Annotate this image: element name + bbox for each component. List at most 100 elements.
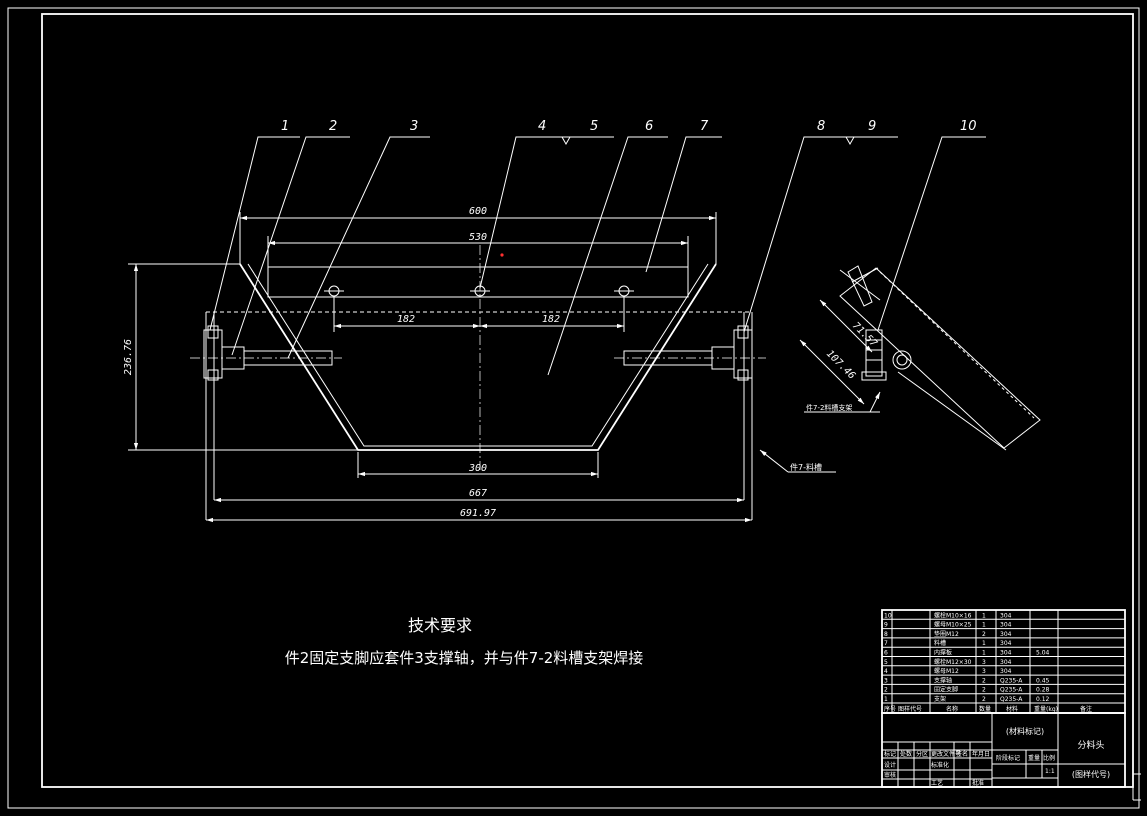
dim-530: 530 — [469, 232, 487, 243]
dim-height: 236.76 — [123, 339, 134, 375]
balloon-8: 8 — [817, 119, 825, 134]
material-mark: (材料标记) — [1006, 726, 1044, 736]
bom-cell-no: 4 — [884, 668, 888, 675]
bom-cell-no: 3 — [884, 677, 888, 684]
bom-cell-qty: 2 — [982, 631, 986, 638]
bom-cell-qty: 1 — [982, 640, 986, 647]
weight-label: 重量 — [1028, 754, 1040, 762]
bom-h-no: 序号 — [884, 705, 896, 713]
bom-cell-qty: 3 — [982, 668, 986, 675]
sign-3: 分区 — [916, 750, 928, 758]
part-name: 分料头 — [1077, 739, 1104, 751]
sign-row-2: 设计 标准化 — [884, 761, 949, 769]
balloon-10: 10 — [960, 119, 977, 134]
bom-cell-wt: 0.28 — [1036, 687, 1050, 694]
bom-cell-mat: 304 — [1000, 668, 1012, 675]
bom-cell-name: 内撑板 — [934, 649, 952, 657]
scale-value: 1:1 — [1045, 768, 1055, 775]
drawing-no: (图样代号) — [1072, 769, 1110, 779]
dim-detail-b: 107.46 — [824, 348, 857, 381]
bom-cell-no: 6 — [884, 650, 888, 657]
bom-cell-name: 螺栓M12×30 — [934, 658, 972, 666]
dim-182-left: 182 — [397, 314, 415, 325]
bom-header: 序号 图样代号 名称 数量 材料 重量(kg) 备注 — [884, 705, 1092, 713]
trough-inner — [247, 263, 709, 447]
sign3-6: 批准 — [972, 779, 984, 787]
bom-cell-name: 垫圈M12 — [934, 630, 959, 638]
bom-cell-no: 10 — [884, 612, 892, 619]
bom-cell-mat: Q235-A — [1000, 687, 1023, 694]
bom-cell-mat: 304 — [1000, 622, 1012, 629]
bom-cell-name: 支撑轴 — [934, 676, 952, 684]
holes — [324, 245, 634, 470]
sign-1: 标记 — [884, 750, 896, 758]
dim-600: 600 — [469, 206, 487, 217]
inner-border — [41, 13, 1134, 788]
sign-row-3: 审核 工艺 批准 — [884, 771, 984, 787]
bom-cell-name: 螺母M12 — [934, 667, 959, 675]
inner-plate — [267, 266, 689, 298]
balloon-4: 4 — [538, 119, 546, 134]
left-support — [190, 325, 342, 381]
balloon-5: 5 — [590, 119, 598, 134]
bom-cell-no: 5 — [884, 659, 888, 666]
trough-callout-label: 件7-料槽 — [790, 462, 822, 472]
balloon-1: 1 — [281, 119, 289, 134]
bom-cell-mat: 304 — [1000, 640, 1012, 647]
bom-h-name: 名称 — [946, 705, 958, 713]
support-callout-label: 件7-2料槽支架 — [806, 403, 852, 412]
balloon-leaders — [209, 136, 986, 376]
bom-cell-no: 7 — [884, 640, 888, 647]
trough-callout: 件7-料槽 — [759, 449, 836, 473]
sign3-1: 审核 — [884, 771, 896, 779]
bom-cell-name: 螺栓M10×16 — [934, 611, 972, 619]
dim-300: 300 — [468, 463, 487, 474]
bom-h-code: 图样代号 — [898, 705, 922, 713]
tech-requirements-text: 件2固定支脚应套件3支撑轴，并与件7-2料槽支架焊接 — [285, 649, 644, 667]
balloon-6: 6 — [645, 119, 653, 134]
bom-cell-qty: 2 — [982, 696, 986, 703]
bom-cell-mat: 304 — [1000, 659, 1012, 666]
bom-cell-name: 料槽 — [934, 639, 946, 647]
sign3-4: 工艺 — [931, 779, 943, 787]
bom-cell-name: 支架 — [934, 695, 946, 703]
side-detail-view: 107.46 71.57 件7-2料槽支架 — [799, 265, 1041, 451]
dim-182-right: 182 — [542, 314, 560, 325]
red-marker — [500, 253, 504, 257]
bom-cell-qty: 1 — [982, 612, 986, 619]
tech-requirements-title: 技术要求 — [408, 616, 472, 635]
sign2-3: 标准化 — [931, 761, 949, 769]
dimension-texts: 600 530 182 182 236.76 300 667 691.97 — [123, 206, 560, 519]
balloon-numbers: 1 2 3 4 5 6 7 8 9 10 — [281, 119, 977, 134]
bom-cell-qty: 1 — [982, 650, 986, 657]
bom-cell-no: 2 — [884, 687, 888, 694]
sign-5: 签名 — [956, 750, 968, 758]
bom-cell-qty: 2 — [982, 677, 986, 684]
corner-tick — [1132, 773, 1141, 801]
bom-h-qty: 数量 — [979, 705, 991, 713]
sign-2: 处数 — [900, 750, 912, 758]
bom-h-mat: 材料 — [1006, 705, 1018, 713]
bom-cell-name: 固定支脚 — [934, 686, 958, 694]
bom-cell-no: 1 — [884, 696, 888, 703]
main-view — [190, 245, 766, 520]
balloon-3: 3 — [410, 119, 418, 134]
bom-cell-mat: 304 — [1000, 612, 1012, 619]
bom-h-wt: 重量(kg) — [1034, 705, 1058, 713]
bom-cell-wt: 0.12 — [1036, 696, 1050, 703]
trough-outline — [239, 263, 717, 451]
title-block: (材料标记) 分料头 (图样代号) 阶段标记 重量 比例 1:1 标记 处数 分… — [881, 712, 1126, 788]
bom-cell-mat: 304 — [1000, 650, 1012, 657]
bom-cell-mat: 304 — [1000, 631, 1012, 638]
dimension-lines — [128, 212, 752, 523]
bom-cell-qty: 2 — [982, 687, 986, 694]
dim-691-97: 691.97 — [460, 508, 496, 519]
bom-cell-qty: 3 — [982, 659, 986, 666]
sign2-1: 设计 — [884, 761, 896, 769]
outer-border — [7, 7, 1140, 809]
bom-cell-no: 9 — [884, 622, 888, 629]
bom-cell-mat: Q235-A — [1000, 696, 1023, 703]
bom-cell-qty: 1 — [982, 622, 986, 629]
sign-row-1: 标记 处数 分区 更改文件号 签名 年月日 — [884, 750, 990, 758]
